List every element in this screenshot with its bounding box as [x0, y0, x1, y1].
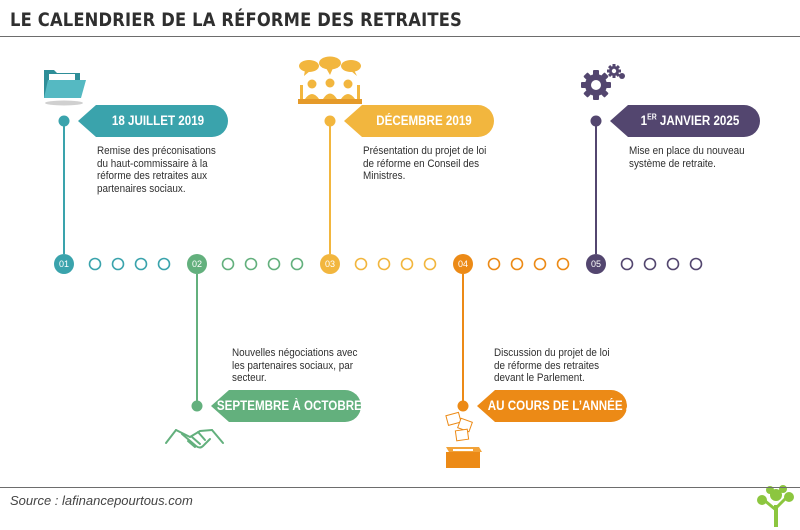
milestone-number-03: 03 — [324, 259, 335, 269]
date-pill-05 — [610, 105, 760, 137]
date-label-05: 1ER JANVIER 2025 — [640, 112, 740, 128]
date-label-02: SEPTEMBRE À OCTOBRE 2019 — [216, 398, 391, 413]
timeline-dot — [134, 257, 148, 271]
ballot-box-icon — [445, 411, 482, 468]
date-pill-02 — [211, 390, 361, 422]
milestone-04 — [453, 254, 473, 274]
timeline-dot — [157, 257, 171, 271]
timeline-dot — [400, 257, 414, 271]
date-label-04: AU COURS DE L’ANNÉE 2020 — [487, 398, 652, 413]
date-pill-04 — [477, 390, 627, 422]
timeline-dot — [267, 257, 281, 271]
date-label-03: DÉCEMBRE 2019 — [376, 113, 472, 128]
timeline-dot — [510, 257, 524, 271]
milestone-02 — [187, 254, 207, 274]
timeline-dot — [377, 257, 391, 271]
meeting-icon — [298, 56, 362, 104]
handshake-icon — [165, 429, 224, 449]
timeline-dot — [666, 257, 680, 271]
milestone-number-04: 04 — [457, 259, 468, 269]
timeline-dot — [620, 257, 634, 271]
milestone-01 — [54, 254, 74, 274]
folder-icon — [44, 70, 86, 106]
title-divider — [0, 36, 800, 37]
date-label-01: 18 JUILLET 2019 — [111, 113, 205, 128]
milestone-05 — [586, 254, 606, 274]
page-title: LE CALENDRIER DE LA RÉFORME DES RETRAITE… — [10, 9, 462, 31]
milestone-03 — [320, 254, 340, 274]
source-text: Source : lafinancepourtous.com — [10, 493, 193, 508]
timeline-dot — [533, 257, 547, 271]
timeline-dot — [643, 257, 657, 271]
timeline-dot — [354, 257, 368, 271]
timeline-dots — [88, 257, 703, 271]
timeline-dot — [556, 257, 570, 271]
milestone-number-05: 05 — [590, 259, 601, 269]
timeline-dot — [689, 257, 703, 271]
timeline-dot — [221, 257, 235, 271]
date-pill-01 — [78, 105, 228, 137]
timeline-dot — [88, 257, 102, 271]
timeline-dot — [290, 257, 304, 271]
footer-divider — [0, 487, 800, 488]
gears-icon — [581, 64, 625, 100]
timeline-dot — [487, 257, 501, 271]
timeline-dot — [244, 257, 258, 271]
milestone-number-01: 01 — [58, 259, 69, 269]
date-pill-03 — [344, 105, 494, 137]
logo-tree-icon — [757, 485, 794, 527]
milestone-number-02: 02 — [191, 259, 202, 269]
timeline-dot — [111, 257, 125, 271]
timeline-dot — [423, 257, 437, 271]
